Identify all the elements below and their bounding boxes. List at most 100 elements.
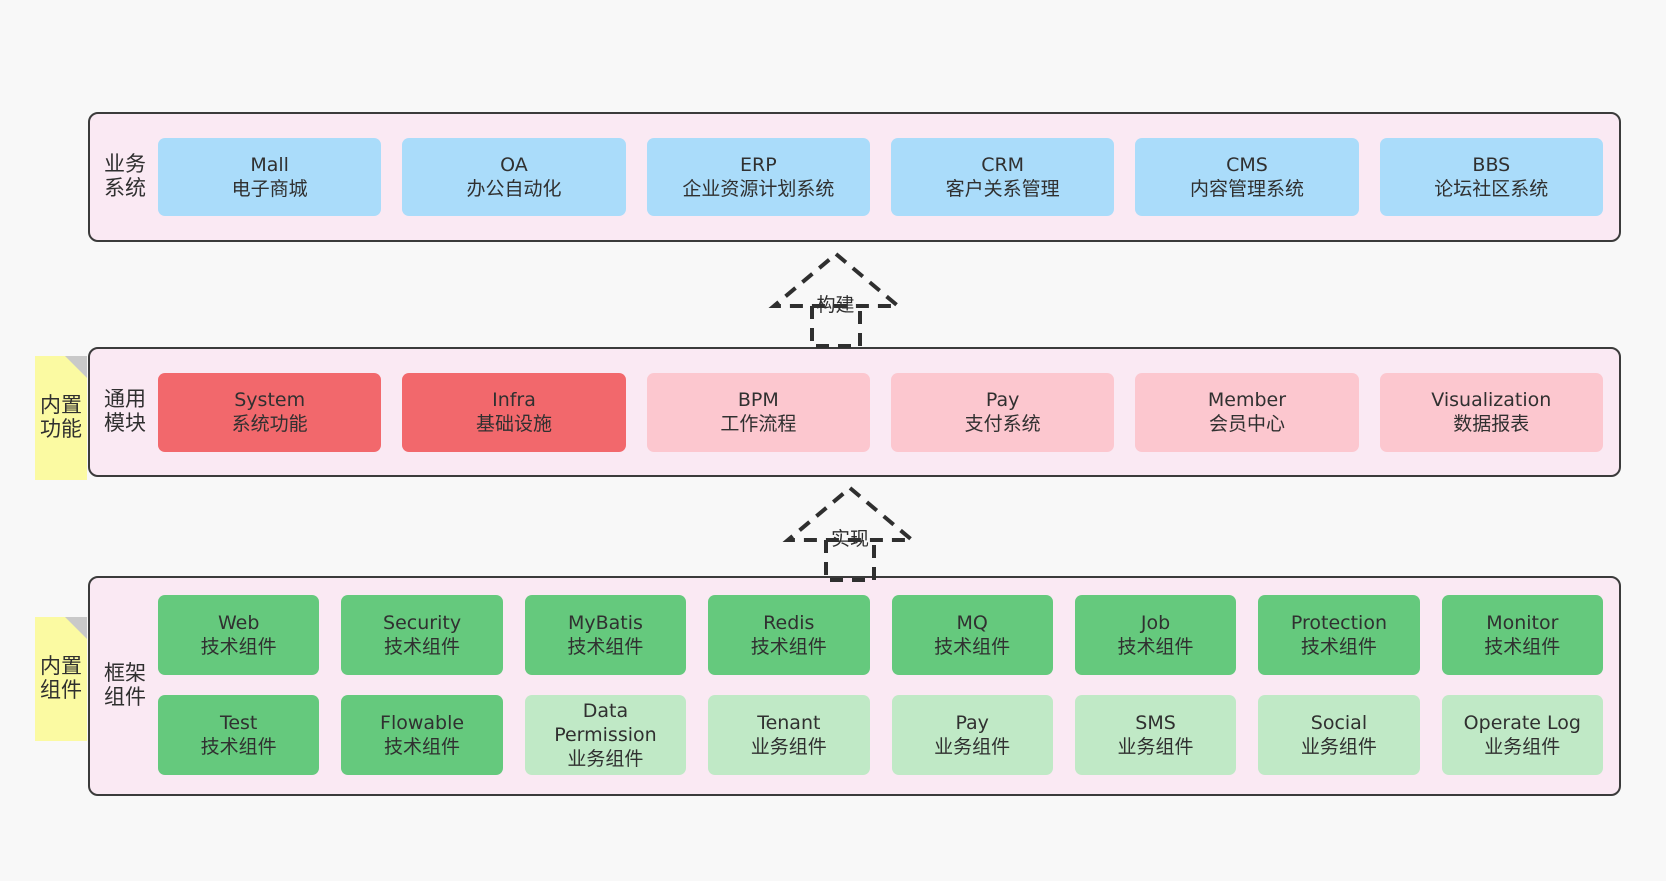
card-name: Pay (955, 711, 989, 734)
connector-build-arrow (768, 251, 903, 348)
module-card-visualization[interactable]: Visualization 数据报表 (1379, 372, 1603, 452)
card-desc: 技术组件 (750, 636, 827, 658)
module-card-pay[interactable]: Pay 支付系统 (890, 372, 1115, 452)
sticky-fold-corner (65, 356, 87, 378)
sticky-label: 内置组件 (40, 654, 82, 702)
card-name: Tenant (757, 711, 821, 734)
card-desc: 业务组件 (934, 736, 1011, 758)
card-name: OA (500, 153, 528, 176)
card-name: Pay (985, 388, 1020, 411)
card-name: System (234, 388, 306, 411)
card-desc: 业务组件 (567, 748, 644, 771)
module-card-member[interactable]: Member 会员中心 (1135, 372, 1359, 452)
card-name: MQ (956, 611, 988, 634)
sticky-fold-corner (65, 617, 87, 639)
card-name: CRM (981, 153, 1025, 176)
arrowhead-triangle (782, 485, 918, 542)
layer-framework-components: 框架组件 Web 技术组件 Security 技术组件 MyBatis 技术组件… (88, 576, 1621, 796)
framework-card-data-permission[interactable]: Data Permission 业务组件 (524, 695, 687, 775)
card-desc: 业务组件 (1300, 736, 1377, 758)
card-desc: 数据报表 (1453, 413, 1530, 435)
business-card-mall[interactable]: Mall 电子商城 (158, 138, 382, 216)
card-desc: 技术组件 (200, 636, 277, 658)
module-card-infra[interactable]: Infra 基础设施 (402, 372, 626, 452)
card-desc: 技术组件 (200, 736, 277, 758)
card-desc: 技术组件 (567, 636, 644, 658)
card-desc: 会员中心 (1208, 413, 1285, 435)
arrowhead-triangle (768, 251, 903, 308)
card-name: BPM (737, 388, 779, 411)
layer-framework-title: 框架组件 (104, 661, 146, 709)
card-name: CMS (1226, 153, 1268, 176)
framework-card-tenant[interactable]: Tenant 业务组件 (708, 695, 870, 775)
card-name: Flowable (380, 711, 465, 734)
framework-card-social[interactable]: Social 业务组件 (1258, 695, 1420, 775)
sticky-label: 内置功能 (40, 393, 82, 441)
layer-modules-cards: System 系统功能 Infra 基础设施 BPM 工作流程 Pay 支付系统… (148, 349, 1619, 475)
business-card-crm[interactable]: CRM 客户关系管理 (890, 138, 1115, 216)
card-name: Infra (492, 388, 536, 411)
card-desc: 内容管理系统 (1189, 178, 1304, 200)
framework-card-mybatis[interactable]: MyBatis 技术组件 (524, 595, 687, 675)
connector-build-label: 构建 (816, 294, 855, 316)
framework-card-job[interactable]: Job 技术组件 (1074, 595, 1237, 675)
sticky-note-builtin-features: 内置功能 (35, 356, 87, 480)
card-name: Monitor (1486, 611, 1559, 634)
card-desc: 技术组件 (1300, 636, 1377, 658)
card-desc: 办公自动化 (466, 178, 562, 200)
module-card-system[interactable]: System 系统功能 (158, 372, 382, 452)
layer-business-title: 业务系统 (104, 152, 146, 200)
business-card-erp[interactable]: ERP 企业资源计划系统 (646, 138, 870, 216)
layer-modules-title: 通用模块 (104, 387, 146, 435)
card-name: Social (1310, 711, 1368, 734)
card-desc: 基础设施 (475, 413, 552, 435)
card-desc: 技术组件 (934, 636, 1011, 658)
layer-framework-cards: Web 技术组件 Security 技术组件 MyBatis 技术组件 Redi… (148, 578, 1619, 794)
card-desc: 技术组件 (384, 636, 461, 658)
module-card-bpm[interactable]: BPM 工作流程 (646, 372, 870, 452)
card-desc: 业务组件 (1117, 736, 1194, 758)
layer-common-modules: 通用模块 System 系统功能 Infra 基础设施 BPM 工作流程 Pay… (88, 347, 1621, 477)
business-card-bbs[interactable]: BBS 论坛社区系统 (1379, 138, 1603, 216)
framework-card-redis[interactable]: Redis 技术组件 (708, 595, 870, 675)
connector-implement: 实现 (760, 482, 940, 582)
card-desc: 支付系统 (964, 413, 1041, 435)
framework-card-test[interactable]: Test 技术组件 (158, 695, 320, 775)
framework-card-flowable[interactable]: Flowable 技术组件 (341, 695, 503, 775)
framework-card-operate-log[interactable]: Operate Log 业务组件 (1441, 695, 1603, 775)
connector-implement-arrow (782, 485, 918, 582)
card-name: Operate Log (1463, 711, 1581, 734)
connector-build: 构建 (746, 248, 926, 348)
card-name: Web (217, 611, 260, 634)
framework-card-sms[interactable]: SMS 业务组件 (1074, 695, 1237, 775)
card-desc: 客户关系管理 (945, 178, 1060, 200)
card-desc: 业务组件 (1484, 736, 1561, 758)
framework-card-protection[interactable]: Protection 技术组件 (1258, 595, 1420, 675)
card-desc: 系统功能 (231, 413, 308, 435)
framework-card-security[interactable]: Security 技术组件 (341, 595, 503, 675)
card-name: Data Permission (554, 699, 657, 746)
business-card-oa[interactable]: OA 办公自动化 (402, 138, 626, 216)
framework-card-web[interactable]: Web 技术组件 (158, 595, 320, 675)
card-name: Mall (250, 153, 289, 176)
card-name: Job (1140, 611, 1171, 634)
card-name: Visualization (1431, 388, 1552, 411)
business-card-cms[interactable]: CMS 内容管理系统 (1135, 138, 1359, 216)
framework-card-monitor[interactable]: Monitor 技术组件 (1441, 595, 1603, 675)
card-name: Security (383, 611, 462, 634)
layer-business-systems: 业务系统 Mall 电子商城 OA 办公自动化 ERP 企业资源计划系统 CRM… (88, 112, 1621, 242)
connector-implement-label: 实现 (830, 528, 870, 550)
sticky-note-builtin-components: 内置组件 (35, 617, 87, 741)
card-desc: 电子商城 (231, 178, 308, 200)
card-name: Protection (1290, 611, 1387, 634)
card-name: ERP (739, 153, 777, 176)
card-name: Test (219, 711, 258, 734)
card-name: BBS (1472, 153, 1511, 176)
card-desc: 论坛社区系统 (1434, 178, 1549, 200)
framework-card-mq[interactable]: MQ 技术组件 (891, 595, 1053, 675)
framework-card-pay[interactable]: Pay 业务组件 (891, 695, 1053, 775)
card-desc: 业务组件 (750, 736, 827, 758)
card-desc: 技术组件 (384, 736, 461, 758)
card-desc: 企业资源计划系统 (682, 178, 835, 200)
card-name: MyBatis (567, 611, 643, 634)
